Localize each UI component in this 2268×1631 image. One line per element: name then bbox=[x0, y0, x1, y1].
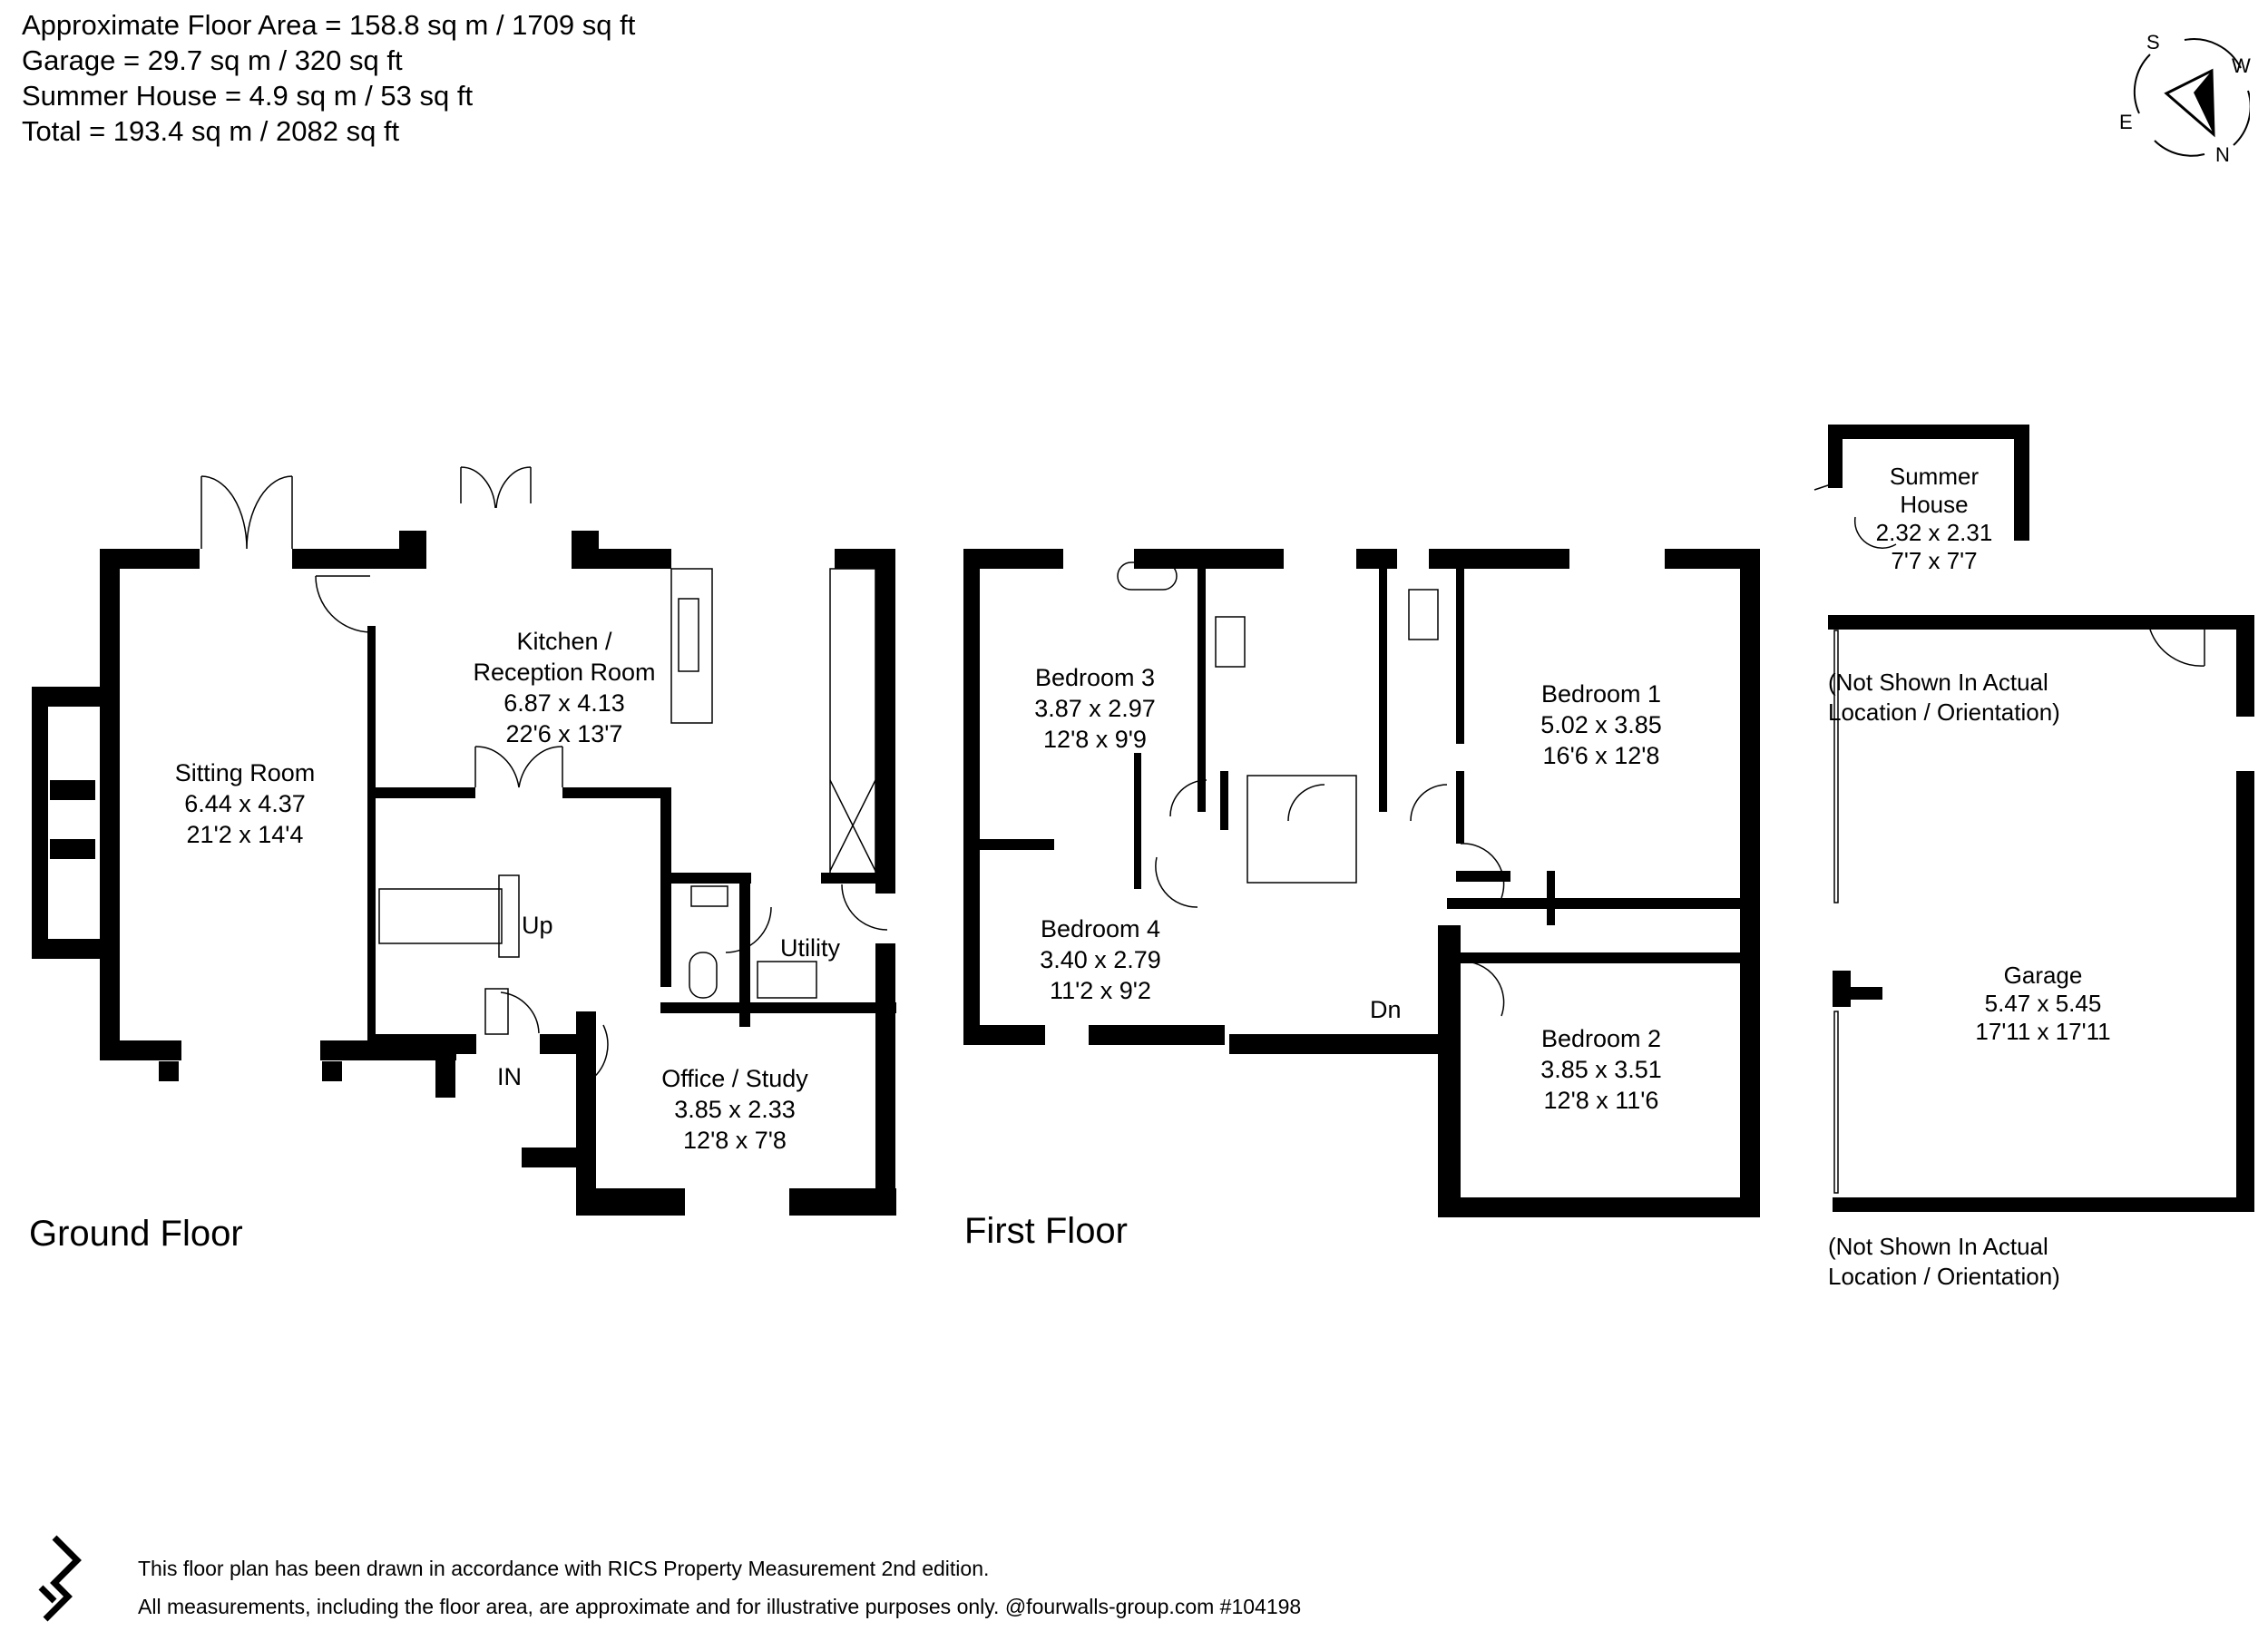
compass-w-label: W bbox=[2232, 54, 2251, 77]
room-imperial: 17'11 x 17'11 bbox=[1975, 1018, 2111, 1045]
room-metric: 5.02 x 3.85 bbox=[1540, 711, 1662, 738]
room-metric: 6.44 x 4.37 bbox=[184, 790, 306, 817]
room-imperial: 12'8 x 11'6 bbox=[1543, 1087, 1659, 1114]
room-bedroom-2: Bedroom 2 3.85 x 3.51 12'8 x 11'6 bbox=[1540, 1023, 1662, 1116]
garage-area-text: Garage = 29.7 sq m / 320 sq ft bbox=[22, 44, 403, 76]
note-line2: Location / Orientation) bbox=[1828, 698, 2060, 726]
first-floor-fixtures bbox=[1117, 562, 1505, 1017]
ground-floor-fixtures bbox=[200, 466, 888, 1080]
room-name-line2: House bbox=[1900, 491, 1969, 518]
room-bedroom-4: Bedroom 4 3.40 x 2.79 11'2 x 9'2 bbox=[1040, 913, 1161, 1006]
compass-e-label: E bbox=[2119, 111, 2133, 133]
room-name-line2: Reception Room bbox=[473, 659, 656, 686]
summer-house-area-text: Summer House = 4.9 sq m / 53 sq ft bbox=[22, 80, 474, 112]
room-bedroom-3: Bedroom 3 3.87 x 2.97 12'8 x 9'9 bbox=[1034, 662, 1156, 755]
room-name-line1: Kitchen / bbox=[516, 628, 612, 655]
room-utility: Utility bbox=[780, 934, 840, 962]
floor-area-text: Approximate Floor Area = 158.8 sq m / 17… bbox=[22, 9, 636, 41]
room-name: Bedroom 1 bbox=[1540, 680, 1662, 708]
room-imperial: 7'7 x 7'7 bbox=[1891, 547, 1978, 574]
note-line1: (Not Shown In Actual bbox=[1828, 669, 2048, 696]
room-name: Office / Study bbox=[661, 1065, 808, 1092]
first-floor-walls bbox=[963, 549, 1760, 1217]
room-name: Bedroom 2 bbox=[1540, 1025, 1662, 1052]
room-name: Bedroom 3 bbox=[1034, 664, 1156, 691]
room-sitting-room: Sitting Room 6.44 x 4.37 21'2 x 14'4 bbox=[175, 757, 316, 850]
footer-line1: This floor plan has been drawn in accord… bbox=[138, 1557, 990, 1580]
stairs-down-label: Dn bbox=[1370, 996, 1402, 1023]
room-metric: 2.32 x 2.31 bbox=[1875, 519, 1993, 546]
room-metric: 3.85 x 2.33 bbox=[674, 1096, 796, 1123]
room-imperial: 16'6 x 12'8 bbox=[1542, 742, 1660, 769]
fourwalls-logo-icon bbox=[38, 1535, 82, 1622]
room-bedroom-1: Bedroom 1 5.02 x 3.85 16'6 x 12'8 bbox=[1540, 679, 1662, 771]
compass-n-label: N bbox=[2215, 143, 2230, 166]
room-metric: 3.40 x 2.79 bbox=[1040, 946, 1161, 973]
room-name: Garage bbox=[2003, 962, 2083, 989]
outbuilding-fixtures bbox=[1813, 480, 2205, 1194]
ground-floor-title: Ground Floor bbox=[29, 1214, 243, 1254]
garage-note: (Not Shown In Actual Location / Orientat… bbox=[1828, 1232, 2060, 1292]
stairs-up-label: Up bbox=[522, 912, 553, 939]
room-imperial: 12'8 x 9'9 bbox=[1043, 726, 1147, 753]
area-summary: Approximate Floor Area = 158.8 sq m / 17… bbox=[22, 7, 635, 149]
room-imperial: 11'2 x 9'2 bbox=[1050, 977, 1151, 1004]
entrance-label: IN bbox=[497, 1063, 522, 1090]
note-line2: Location / Orientation) bbox=[1828, 1263, 2060, 1290]
room-metric: 3.85 x 3.51 bbox=[1540, 1056, 1662, 1083]
room-imperial: 12'8 x 7'8 bbox=[683, 1127, 787, 1154]
compass-icon: S W E N bbox=[2114, 27, 2251, 166]
total-area-text: Total = 193.4 sq m / 2082 sq ft bbox=[22, 115, 400, 147]
room-office-study: Office / Study 3.85 x 2.33 12'8 x 7'8 bbox=[661, 1063, 808, 1156]
first-floor-title: First Floor bbox=[964, 1211, 1128, 1251]
compass-s-label: S bbox=[2146, 31, 2160, 54]
room-name-line1: Summer bbox=[1889, 463, 1980, 490]
room-metric: 3.87 x 2.97 bbox=[1034, 695, 1156, 722]
footer-line2: All measurements, including the floor ar… bbox=[138, 1595, 1302, 1618]
room-imperial: 22'6 x 13'7 bbox=[505, 720, 623, 747]
room-metric: 6.87 x 4.13 bbox=[503, 689, 625, 717]
room-garage: Garage 5.47 x 5.45 17'11 x 17'11 bbox=[1975, 962, 2110, 1046]
room-kitchen-reception: Kitchen / Reception Room 6.87 x 4.13 22'… bbox=[473, 626, 655, 749]
room-summer-house: Summer House 2.32 x 2.31 7'7 x 7'7 bbox=[1876, 463, 1993, 575]
ground-floor-walls bbox=[32, 531, 896, 1216]
room-imperial: 21'2 x 14'4 bbox=[186, 821, 304, 848]
room-name: Bedroom 4 bbox=[1040, 915, 1161, 942]
note-line1: (Not Shown In Actual bbox=[1828, 1233, 2048, 1260]
room-name: Sitting Room bbox=[174, 759, 316, 786]
room-metric: 5.47 x 5.45 bbox=[1984, 990, 2102, 1017]
outbuilding-walls bbox=[1828, 425, 2254, 1212]
summer-house-note: (Not Shown In Actual Location / Orientat… bbox=[1828, 668, 2060, 728]
